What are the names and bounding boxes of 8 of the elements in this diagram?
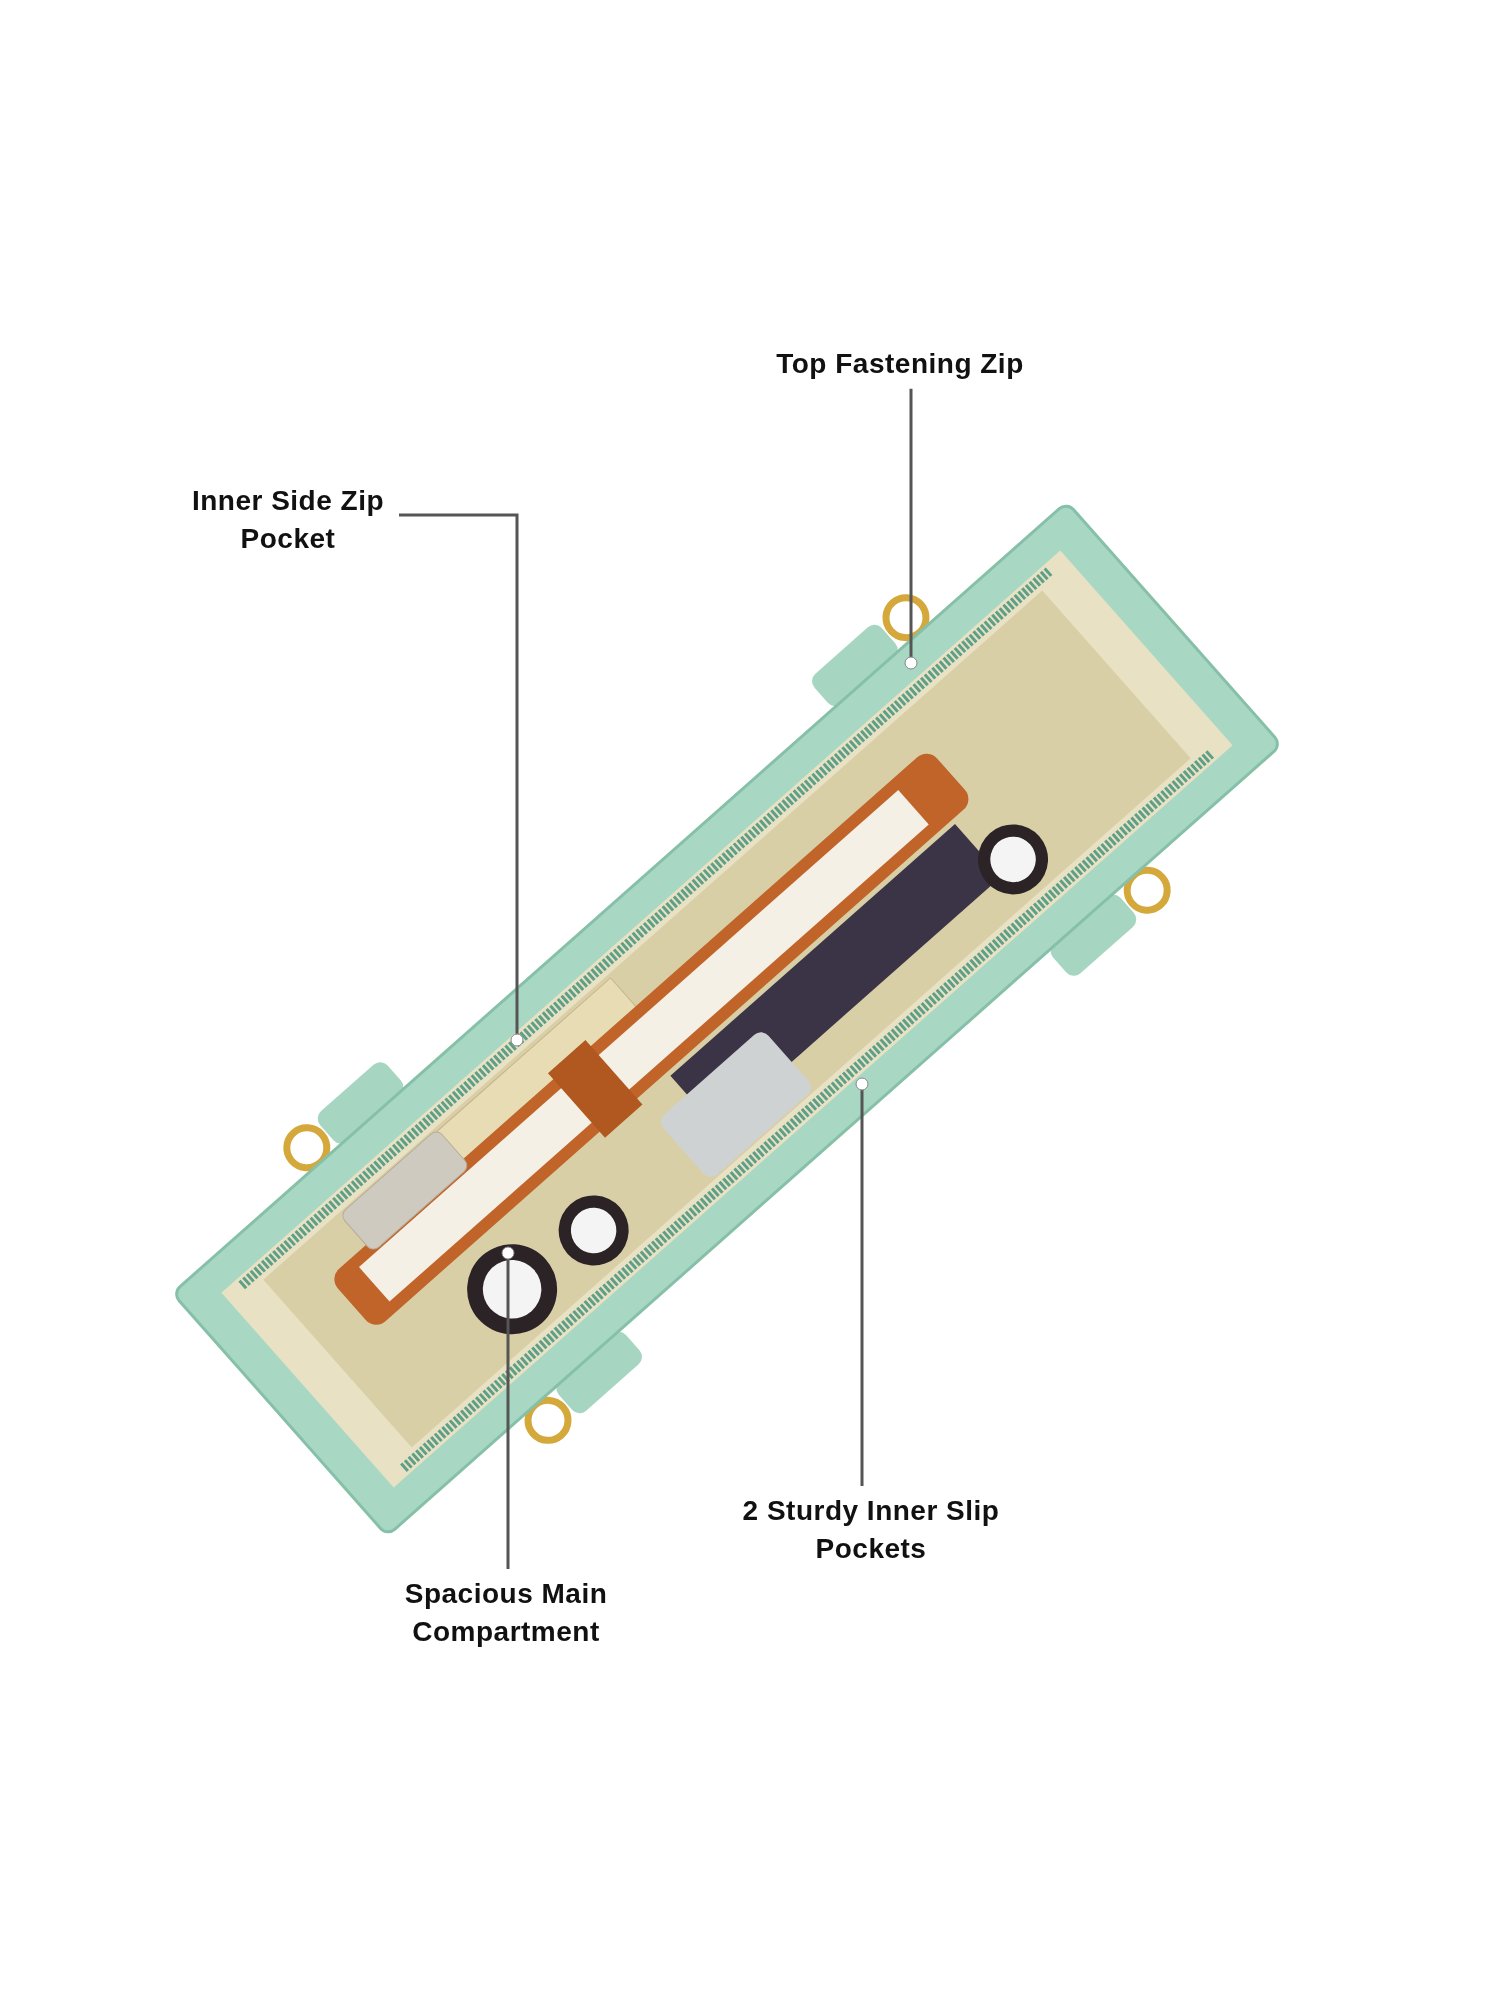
- callout-label: Spacious Main Compartment: [403, 1577, 609, 1649]
- leader-line: [904, 388, 918, 670]
- leader-line: [501, 1246, 515, 1569]
- callout-label: 2 Sturdy Inner Slip Pockets: [741, 1494, 1001, 1566]
- leader-line: [855, 1077, 869, 1486]
- callout-label: Top Fastening Zip: [776, 347, 1024, 381]
- callout-label: Inner Side Zip Pocket: [190, 484, 386, 556]
- leader-line: [399, 513, 524, 1047]
